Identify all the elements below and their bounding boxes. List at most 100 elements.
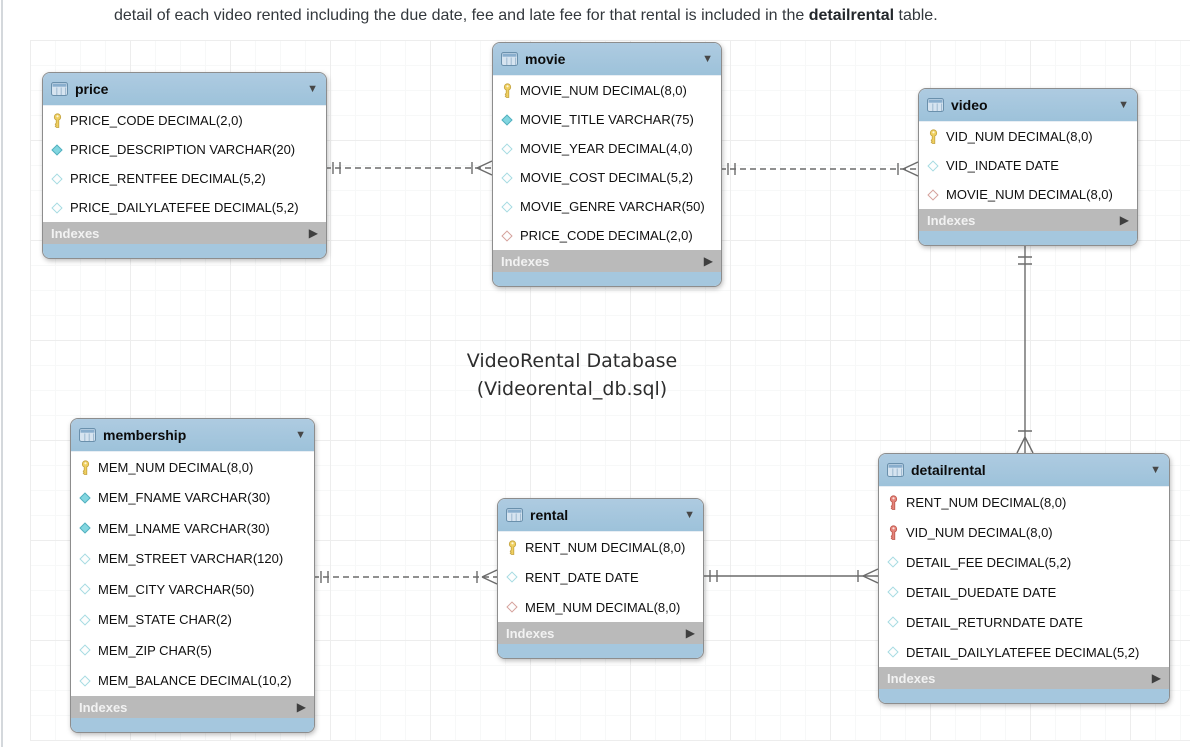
indexes-bar[interactable]: Indexes ▶ xyxy=(879,667,1169,689)
notnull-column-icon xyxy=(79,490,91,505)
table-footer-strip xyxy=(71,718,314,732)
expand-arrow-icon[interactable]: ▶ xyxy=(296,700,306,714)
table-header[interactable]: rental ▼ xyxy=(498,499,703,532)
table-icon xyxy=(79,428,96,442)
table-title: price xyxy=(75,81,109,97)
column-row: MEM_NUM DECIMAL(8,0) xyxy=(498,592,703,622)
table-icon xyxy=(51,82,68,96)
column-label: MOVIE_NUM DECIMAL(8,0) xyxy=(946,187,1113,202)
indexes-label: Indexes xyxy=(79,699,128,715)
column-row: PRICE_CODE DECIMAL(2,0) xyxy=(493,221,721,250)
column-row: MOVIE_GENRE VARCHAR(50) xyxy=(493,192,721,221)
column-row: MEM_FNAME VARCHAR(30) xyxy=(71,483,314,514)
column-label: VID_NUM DECIMAL(8,0) xyxy=(946,129,1093,144)
column-row: MEM_LNAME VARCHAR(30) xyxy=(71,513,314,544)
indexes-bar[interactable]: Indexes ▶ xyxy=(919,209,1137,231)
diagram-title-line2: (Videorental_db.sql) xyxy=(476,378,668,400)
column-label: DETAIL_FEE DECIMAL(5,2) xyxy=(906,554,1072,570)
collapse-arrow-icon[interactable]: ▼ xyxy=(702,52,713,65)
collapse-arrow-icon[interactable]: ▼ xyxy=(295,428,306,441)
expand-arrow-icon[interactable]: ▶ xyxy=(1119,213,1129,227)
indexes-label: Indexes xyxy=(506,625,555,641)
indexes-bar[interactable]: Indexes ▶ xyxy=(43,222,326,244)
column-label: MEM_STATE CHAR(2) xyxy=(98,612,232,628)
column-row: RENT_DATE DATE xyxy=(498,562,703,592)
primary-foreign-key-icon xyxy=(887,524,899,540)
column-row: DETAIL_DAILYLATEFEE DECIMAL(5,2) xyxy=(879,637,1169,667)
indexes-bar[interactable]: Indexes ▶ xyxy=(71,696,314,718)
table-title: video xyxy=(951,97,988,113)
column-label: DETAIL_DAILYLATEFEE DECIMAL(5,2) xyxy=(906,644,1140,660)
primary-key-icon xyxy=(501,83,513,98)
nullable-column-icon xyxy=(887,585,899,600)
expand-arrow-icon[interactable]: ▶ xyxy=(1151,671,1161,685)
table-icon xyxy=(927,98,944,112)
column-label: MEM_NUM DECIMAL(8,0) xyxy=(98,459,254,475)
table-node-rental[interactable]: rental ▼ RENT_NUM DECIMAL(8,0) RENT_DATE… xyxy=(497,498,704,659)
column-label: DETAIL_RETURNDATE DATE xyxy=(906,614,1083,630)
column-label: MOVIE_NUM DECIMAL(8,0) xyxy=(520,83,687,98)
column-label: MOVIE_COST DECIMAL(5,2) xyxy=(520,170,694,185)
table-header[interactable]: movie ▼ xyxy=(493,43,721,76)
expand-arrow-icon[interactable]: ▶ xyxy=(703,254,713,268)
column-row: MOVIE_COST DECIMAL(5,2) xyxy=(493,163,721,192)
table-columns: PRICE_CODE DECIMAL(2,0) PRICE_DESCRIPTIO… xyxy=(43,106,326,222)
table-node-price[interactable]: price ▼ PRICE_CODE DECIMAL(2,0) PRICE_DE… xyxy=(42,72,327,259)
table-header[interactable]: detailrental ▼ xyxy=(879,454,1169,487)
indexes-label: Indexes xyxy=(501,253,550,269)
column-row: RENT_NUM DECIMAL(8,0) xyxy=(498,532,703,562)
column-row: MEM_STREET VARCHAR(120) xyxy=(71,544,314,575)
indexes-bar[interactable]: Indexes ▶ xyxy=(493,250,721,272)
nullable-column-icon xyxy=(887,555,899,570)
nullable-column-icon xyxy=(79,551,91,566)
table-header[interactable]: membership ▼ xyxy=(71,419,314,452)
nullable-column-icon xyxy=(887,645,899,660)
collapse-arrow-icon[interactable]: ▼ xyxy=(1118,98,1129,111)
column-row: DETAIL_RETURNDATE DATE xyxy=(879,607,1169,637)
table-node-detailrental[interactable]: detailrental ▼ RENT_NUM DECIMAL(8,0) VID… xyxy=(878,453,1170,704)
nullable-column-icon xyxy=(79,612,91,627)
indexes-bar[interactable]: Indexes ▶ xyxy=(498,622,703,644)
indexes-label: Indexes xyxy=(51,225,100,241)
intro-text-after: table. xyxy=(894,7,938,24)
column-label: PRICE_CODE DECIMAL(2,0) xyxy=(70,113,243,128)
nullable-column-icon xyxy=(501,170,513,185)
collapse-arrow-icon[interactable]: ▼ xyxy=(684,508,695,521)
column-label: MOVIE_TITLE VARCHAR(75) xyxy=(520,112,694,127)
column-label: MEM_ZIP CHAR(5) xyxy=(98,642,212,658)
primary-key-icon xyxy=(79,460,91,475)
column-row: MEM_NUM DECIMAL(8,0) xyxy=(71,452,314,483)
table-columns: MOVIE_NUM DECIMAL(8,0) MOVIE_TITLE VARCH… xyxy=(493,76,721,250)
table-columns: VID_NUM DECIMAL(8,0) VID_INDATE DATE MOV… xyxy=(919,122,1137,209)
column-row: PRICE_RENTFEE DECIMAL(5,2) xyxy=(43,164,326,193)
column-row: DETAIL_DUEDATE DATE xyxy=(879,577,1169,607)
nullable-column-icon xyxy=(506,570,518,585)
column-row: MOVIE_YEAR DECIMAL(4,0) xyxy=(493,134,721,163)
indexes-label: Indexes xyxy=(887,670,936,686)
primary-key-icon xyxy=(506,539,518,555)
column-label: RENT_NUM DECIMAL(8,0) xyxy=(906,494,1067,510)
column-row: PRICE_CODE DECIMAL(2,0) xyxy=(43,106,326,135)
column-label: MEM_BALANCE DECIMAL(10,2) xyxy=(98,673,292,689)
table-node-movie[interactable]: movie ▼ MOVIE_NUM DECIMAL(8,0) MOVIE_TIT… xyxy=(492,42,722,287)
column-row: MOVIE_NUM DECIMAL(8,0) xyxy=(919,180,1137,209)
column-label: VID_INDATE DATE xyxy=(946,158,1059,173)
table-node-membership[interactable]: membership ▼ MEM_NUM DECIMAL(8,0) MEM_FN… xyxy=(70,418,315,733)
table-columns: RENT_NUM DECIMAL(8,0) RENT_DATE DATE MEM… xyxy=(498,532,703,622)
expand-arrow-icon[interactable]: ▶ xyxy=(685,626,695,640)
nullable-column-icon xyxy=(79,673,91,688)
table-title: rental xyxy=(530,507,569,523)
table-header[interactable]: price ▼ xyxy=(43,73,326,106)
column-label: PRICE_RENTFEE DECIMAL(5,2) xyxy=(70,171,266,186)
column-label: PRICE_DAILYLATEFEE DECIMAL(5,2) xyxy=(70,200,299,215)
table-header[interactable]: video ▼ xyxy=(919,89,1137,122)
table-node-video[interactable]: video ▼ VID_NUM DECIMAL(8,0) VID_INDATE … xyxy=(918,88,1138,246)
diagram-title-line1: VideoRental Database xyxy=(466,350,678,372)
column-label: MOVIE_YEAR DECIMAL(4,0) xyxy=(520,141,693,156)
nullable-column-icon xyxy=(887,615,899,630)
expand-arrow-icon[interactable]: ▶ xyxy=(308,226,318,240)
column-row: MEM_ZIP CHAR(5) xyxy=(71,635,314,666)
table-footer-strip xyxy=(879,689,1169,703)
collapse-arrow-icon[interactable]: ▼ xyxy=(307,82,318,95)
collapse-arrow-icon[interactable]: ▼ xyxy=(1150,463,1161,476)
